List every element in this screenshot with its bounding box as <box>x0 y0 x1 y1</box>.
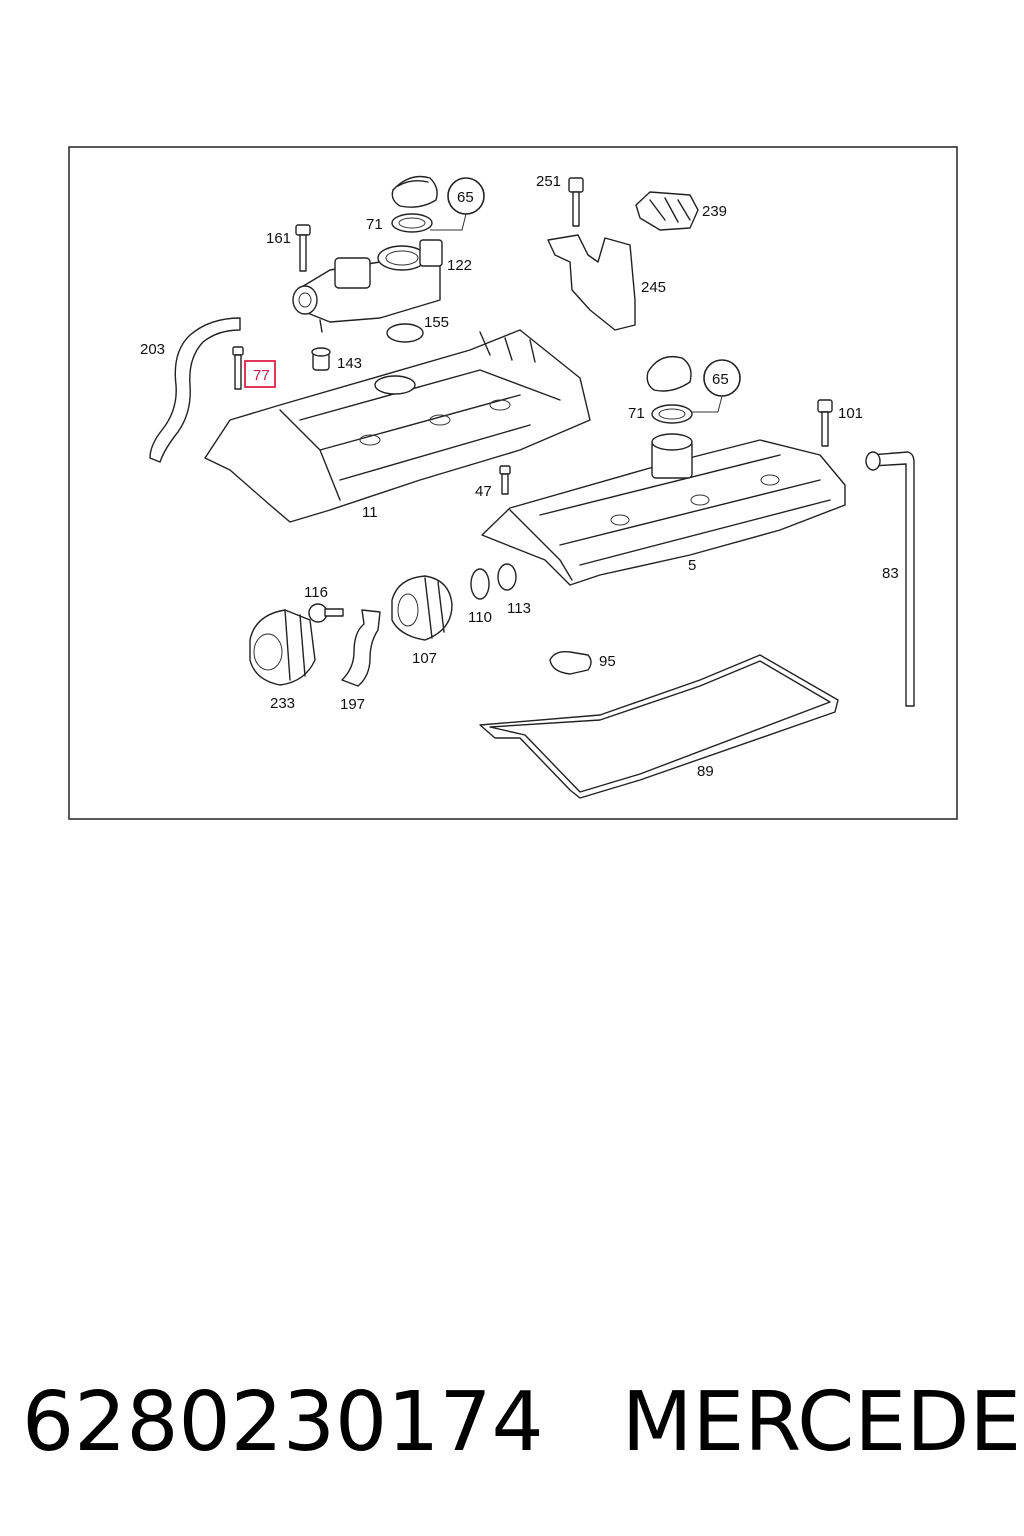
ring-110 <box>470 568 490 600</box>
label-101: 101 <box>838 405 863 422</box>
label-143: 143 <box>337 355 362 372</box>
gasket-89 <box>479 654 839 799</box>
brand-name: MERCEDES <box>621 1374 1024 1470</box>
bolt-101 <box>817 399 833 447</box>
label-5: 5 <box>688 557 696 574</box>
bolt-116 <box>308 603 344 623</box>
label-239: 239 <box>702 203 727 220</box>
caption: 6280230174 MERCEDES <box>22 1362 1024 1482</box>
label-110: 110 <box>468 609 492 626</box>
label-89: 89 <box>697 763 714 780</box>
label-197: 197 <box>340 696 365 713</box>
oil-cap-right <box>646 355 693 424</box>
screw-77 <box>232 346 244 390</box>
highlight-box-77 <box>244 360 276 388</box>
label-95: 95 <box>599 653 616 670</box>
diagram-frame <box>68 146 958 820</box>
gasket-95 <box>549 650 592 675</box>
label-83: 83 <box>882 565 899 582</box>
bolt-47 <box>499 465 511 495</box>
label-47: 47 <box>475 483 492 500</box>
grommet-143 <box>311 347 331 371</box>
label-122: 122 <box>447 257 472 274</box>
label-161: 161 <box>266 230 291 247</box>
label-245: 245 <box>641 279 666 296</box>
oil-separator-122 <box>292 239 443 333</box>
valve-107 <box>391 575 453 641</box>
label-65-right: 65 <box>712 371 729 388</box>
o-ring-155 <box>386 323 424 343</box>
hose-83 <box>865 451 915 707</box>
cylinder-head-cover-5 <box>481 433 846 586</box>
bolt-161 <box>295 224 311 272</box>
label-251: 251 <box>536 173 561 190</box>
label-71-right: 71 <box>628 405 645 422</box>
hose-197 <box>341 609 381 687</box>
label-11: 11 <box>362 504 378 521</box>
label-77: 77 <box>253 367 270 384</box>
bracket-245 <box>547 234 636 331</box>
ring-113 <box>497 563 517 591</box>
label-107: 107 <box>412 650 437 667</box>
circled-65-top <box>430 177 485 231</box>
hose-203 <box>149 317 241 463</box>
clip-239 <box>635 191 699 231</box>
label-116: 116 <box>304 584 328 601</box>
label-113: 113 <box>507 600 531 617</box>
part-number: 6280230174 <box>22 1374 544 1470</box>
cover-233 <box>249 609 316 686</box>
cylinder-head-cover-11 <box>204 329 591 523</box>
label-71-top: 71 <box>366 216 383 233</box>
oil-cap-top <box>391 175 438 233</box>
label-233: 233 <box>270 695 295 712</box>
bolt-251 <box>568 177 584 227</box>
label-65-top: 65 <box>457 189 474 206</box>
circled-65-right <box>692 359 741 413</box>
label-203: 203 <box>140 341 165 358</box>
label-155: 155 <box>424 314 449 331</box>
